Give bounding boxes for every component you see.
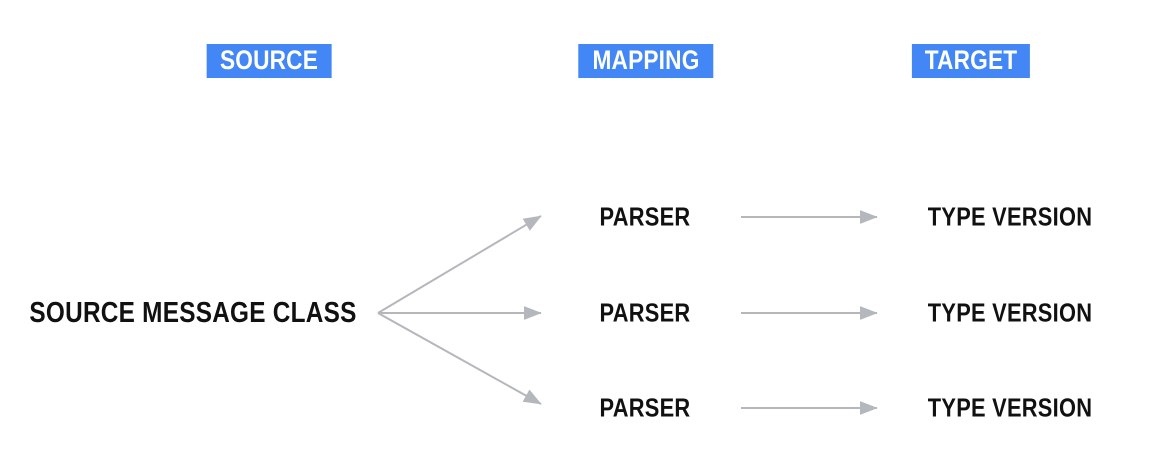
node-parser-3-label: PARSER [599, 392, 691, 423]
node-type-version-3: TYPE VERSION [912, 392, 1108, 423]
node-source-message-class: SOURCE MESSAGE CLASS [0, 297, 388, 329]
node-type-version-2-label: TYPE VERSION [927, 297, 1093, 328]
column-header-source: SOURCE [206, 44, 332, 78]
node-type-version-1-label: TYPE VERSION [927, 201, 1093, 232]
node-parser-2: PARSER [591, 297, 699, 328]
column-header-source-label: SOURCE [219, 45, 319, 75]
node-source-message-class-label: SOURCE MESSAGE CLASS [29, 297, 357, 329]
node-type-version-1: TYPE VERSION [912, 201, 1108, 232]
arrow-source-to-parser-1 [377, 215, 542, 314]
node-parser-2-label: PARSER [599, 297, 691, 328]
node-parser-3: PARSER [591, 392, 699, 423]
node-parser-1-label: PARSER [599, 201, 691, 232]
arrow-source-to-parser-3 [377, 312, 542, 405]
node-parser-1: PARSER [591, 201, 699, 232]
column-header-target: TARGET [911, 44, 1031, 78]
node-type-version-3-label: TYPE VERSION [927, 392, 1093, 423]
column-header-mapping-label: MAPPING [592, 45, 700, 75]
node-type-version-2: TYPE VERSION [912, 297, 1108, 328]
column-header-mapping: MAPPING [578, 44, 714, 78]
column-header-target-label: TARGET [924, 45, 1018, 75]
